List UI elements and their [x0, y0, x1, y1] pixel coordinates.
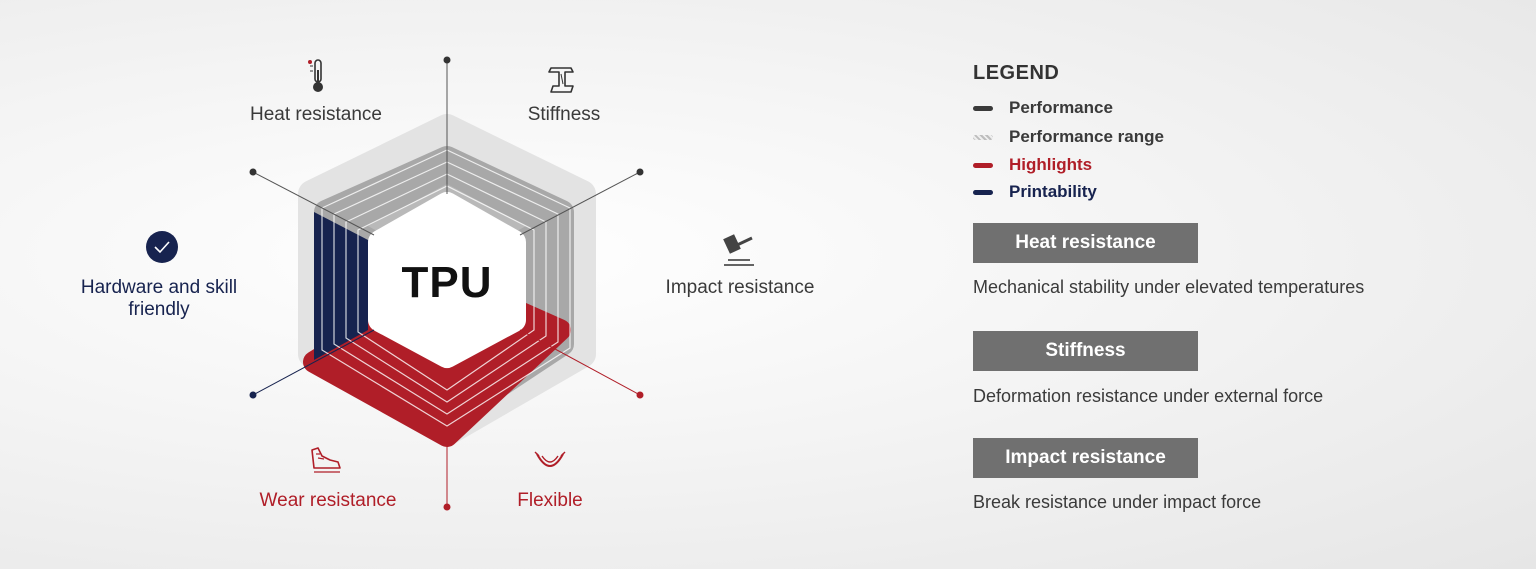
definition-text-heat-resistance: Mechanical stability under elevated temp… — [973, 277, 1365, 297]
legend-item-highlights: Highlights — [973, 154, 1092, 176]
legend-label: Performance — [1009, 98, 1113, 117]
legend-swatch — [973, 162, 993, 168]
legend-label: Performance range — [1009, 127, 1164, 146]
axis-dot-wear — [443, 503, 451, 511]
shoe-icon — [311, 447, 341, 473]
definition-text-stiffness: Deformation resistance under external fo… — [973, 386, 1324, 406]
inner-hexagon — [368, 192, 526, 368]
axis-label-stiffness: Stiffness — [527, 104, 601, 125]
axis-label-flexible: Flexible — [517, 490, 583, 511]
legend-swatch — [973, 189, 993, 195]
axis-lines — [249, 56, 644, 511]
radar-diagram — [249, 56, 644, 511]
center-label: TPU — [401, 258, 493, 307]
check-circle-icon — [146, 231, 178, 263]
hexagon-layers — [298, 114, 596, 447]
axis-label-impact-resistance: Impact resistance — [665, 277, 815, 298]
axis-label-heat-resistance: Heat resistance — [249, 104, 383, 125]
contour-lines — [321, 149, 571, 427]
definition-text-impact-resistance: Break resistance under impact force — [973, 492, 1262, 512]
axis-dot-printability — [249, 391, 257, 399]
definition-term-stiffness: Stiffness — [973, 331, 1198, 371]
definition-term-heat-resistance: Heat resistance — [973, 223, 1198, 263]
hammer-icon — [723, 234, 754, 266]
legend-title: LEGEND — [973, 62, 1060, 84]
axis-label-hardware-skill: Hardware and skill friendly — [80, 277, 238, 320]
i-beam-icon — [548, 67, 574, 93]
legend-item-performance: Performance — [973, 97, 1113, 119]
axis-dot-impact — [636, 168, 644, 176]
legend-label: Printability — [1009, 182, 1097, 201]
legend-swatch — [973, 134, 993, 140]
thermometer-icon — [308, 59, 323, 92]
mouthguard-icon — [534, 451, 566, 467]
printability-sector — [314, 212, 368, 360]
legend-label: Highlights — [1009, 155, 1093, 174]
axis-label-wear-resistance: Wear resistance — [259, 490, 397, 511]
axis-dot-heat — [249, 168, 257, 176]
legend-swatch — [973, 105, 993, 111]
axis-dot-flexible — [636, 391, 644, 399]
legend-item-printability: Printability — [973, 181, 1097, 203]
axis-dot-stiffness — [443, 56, 451, 64]
definition-term-impact-resistance: Impact resistance — [973, 438, 1198, 478]
legend-item-performance-range: Performance range — [973, 126, 1164, 148]
